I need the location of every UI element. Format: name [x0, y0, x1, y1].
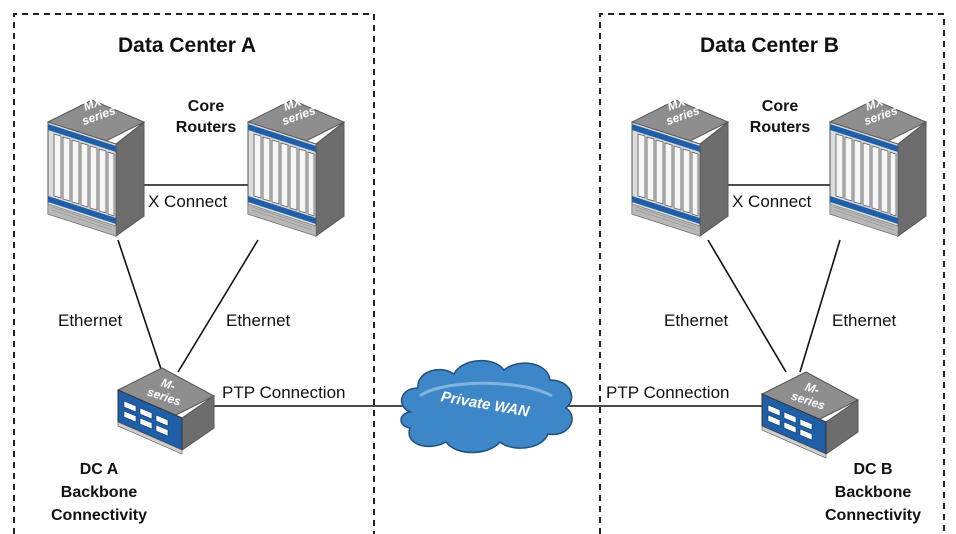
ptp-right-label: PTP Connection	[606, 383, 730, 402]
dc-b-ethernet-right-line	[799, 239, 841, 373]
dc-b-boundary	[599, 13, 945, 534]
dc-b-ethernet-left-line	[707, 239, 787, 373]
dc-b-backbone-label: DC B Backbone Connectivity	[824, 461, 921, 524]
private-wan-cloud	[400, 359, 573, 454]
dc-a-ethernet-right-line	[177, 239, 259, 373]
dc-a-core-routers-label: Core Routers	[175, 98, 237, 136]
dc-a-ethernet-left-line	[117, 239, 163, 373]
dc-a-ethernet-right-label: Ethernet	[226, 311, 291, 330]
dc-b-xconnect-label: X Connect	[732, 192, 812, 212]
dc-b-ethernet-left-label: Ethernet	[664, 311, 729, 330]
ptp-left-label: PTP Connection	[222, 383, 346, 402]
dc-a-title: Data Center A	[118, 34, 257, 57]
dc-b-title: Data Center B	[700, 34, 839, 57]
dc-a-xconnect-label: X Connect	[148, 192, 228, 212]
dc-b-core-routers-label: Core Routers	[749, 98, 811, 136]
dc-a-backbone-label: DC A Backbone Connectivity	[50, 461, 147, 524]
dc-a-ethernet-left-label: Ethernet	[58, 311, 123, 330]
dc-b-ethernet-right-label: Ethernet	[832, 311, 897, 330]
